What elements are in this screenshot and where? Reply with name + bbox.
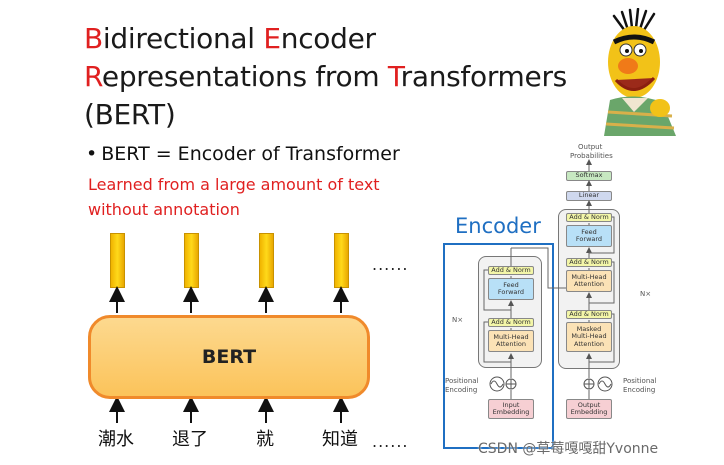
bert-model-label: BERT (201, 346, 257, 368)
note-line-1: Learned from a large amount of text (88, 175, 380, 194)
title-letter-b: B (84, 22, 103, 55)
enc-to-dec-link (511, 247, 566, 289)
unibrow (612, 34, 656, 45)
dec-residual-2 (589, 261, 615, 304)
bullet-dot: • (86, 143, 98, 165)
hand (650, 99, 670, 117)
title-word-idirectional: idirectional (102, 22, 264, 55)
encoder-add-norm-2: Add & Norm (488, 266, 534, 275)
encoder-positional-encoding-line-2: Encoding (445, 386, 478, 394)
dec-residual-3 (589, 216, 615, 254)
input-token-3: 就 (256, 429, 274, 450)
decoder-nx-label: N× (640, 290, 652, 298)
input-ellipsis: ...... (372, 432, 409, 451)
enc-residual-2 (483, 269, 511, 311)
encoder-positional-encoding-line-1: Positional (445, 377, 479, 385)
title-line-1: Bidirectional Encoder (84, 22, 376, 56)
input-token-2: 退了 (172, 429, 208, 450)
collar (622, 98, 648, 112)
hair-tufts (612, 8, 656, 33)
output-probabilities-line-2: Probabilities (570, 152, 613, 160)
nose (618, 58, 638, 74)
output-probabilities-line-1: Output (578, 143, 603, 151)
decoder-add-norm-2: Add & Norm (566, 258, 612, 267)
bullet-text: BERT = Encoder of Transformer (101, 143, 400, 165)
title-word-ncoder: ncoder (280, 22, 376, 55)
title-letter-r: R (84, 60, 102, 93)
bullet-bert-definition: •BERT = Encoder of Transformer (86, 142, 400, 166)
decoder-positional-encoding-line-1: Positional (623, 377, 657, 385)
bert-model-box: BERT (88, 315, 370, 399)
decoder-add-norm-3: Add & Norm (566, 213, 612, 222)
enc-residual-1 (483, 321, 511, 363)
title-line-2: Representations from Transformers (84, 60, 567, 94)
encoder-label: Encoder (455, 214, 541, 238)
mouth (614, 76, 656, 91)
bert-character-image (604, 8, 676, 136)
input-token-1: 潮水 (98, 429, 134, 450)
input-token-4: 知道 (322, 429, 358, 450)
encoder-highlight-frame (443, 243, 554, 449)
csdn-watermark: CSDN @草莓嘎嘎甜Yvonne (478, 441, 659, 457)
dec-residual-1 (589, 313, 615, 363)
left-pupil (625, 49, 629, 53)
right-pupil (639, 49, 643, 53)
title-letter-t: T (387, 60, 401, 93)
decoder-positional-encoding-line-2: Encoding (623, 386, 656, 394)
note-line-2: without annotation (88, 200, 240, 219)
title-line-3: (BERT) (84, 98, 176, 131)
output-ellipsis: ...... (372, 255, 409, 274)
decoder-add-norm-1: Add & Norm (566, 310, 612, 319)
title-word-ransformers: ransformers (400, 60, 568, 93)
title-word-epresentations: epresentations from (101, 60, 388, 93)
title-letter-e: E (263, 22, 281, 55)
encoder-nx-label: N× (452, 316, 464, 324)
encoder-add-norm-1: Add & Norm (488, 318, 534, 327)
